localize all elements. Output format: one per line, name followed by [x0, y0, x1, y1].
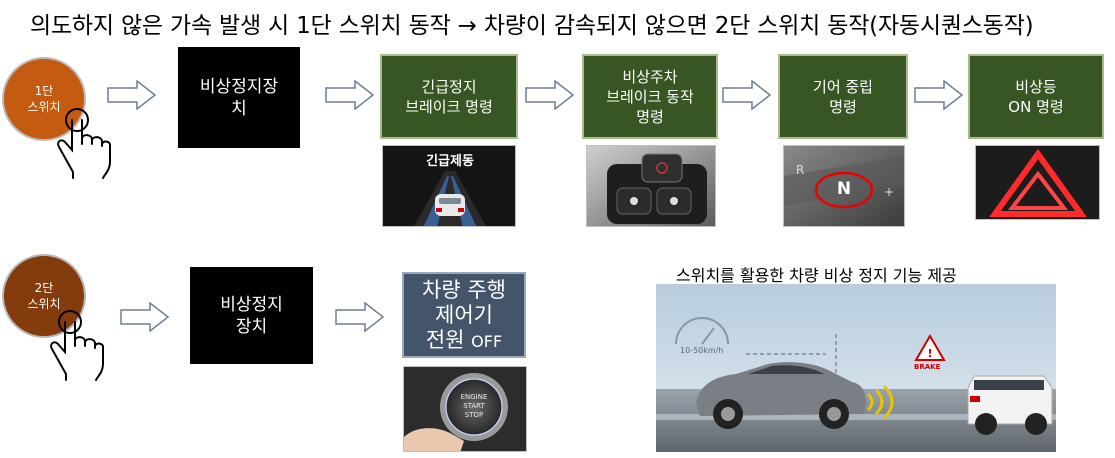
flow-arrow-icon — [325, 80, 375, 110]
switch-2-button[interactable]: 2단 스위치 — [2, 254, 86, 338]
step-2-line1: 비상주차 — [622, 67, 678, 86]
flow-arrow-icon — [335, 302, 385, 332]
flow-arrow-icon — [120, 302, 170, 332]
emergency-braking-photo: 긴급제동 — [382, 145, 516, 227]
switch-2-label-line1: 2단 — [34, 281, 54, 295]
emergency-stop-scene-image: ! 10-50km/h BRAKE — [656, 284, 1056, 452]
step-1-line2: 브레이크 명령 — [405, 97, 493, 116]
emergency-stop-device-box-2: 비상정지 장치 — [190, 267, 313, 364]
hazard-light-photo — [975, 145, 1100, 220]
page-title: 의도하지 않은 가속 발생 시 1단 스위치 동작 → 차량이 감속되지 않으면… — [30, 13, 1034, 39]
device-2-line1: 비상정지 — [220, 294, 283, 315]
speed-label: 10-50km/h — [680, 346, 724, 355]
device-1-line1: 비상정지장 — [199, 76, 279, 97]
step-2-line3: 명령 — [636, 107, 664, 126]
flow-arrow-icon — [722, 80, 772, 110]
step-hazard-light-box: 비상등 ON 명령 — [968, 54, 1104, 139]
pointing-hand-icon — [50, 310, 105, 381]
device-1-line2: 치 — [231, 98, 247, 119]
step-3-line2: 명령 — [829, 97, 857, 116]
power-line1: 차량 주행 — [422, 278, 506, 302]
gear-letter: N — [836, 179, 852, 199]
device-2-line2: 장치 — [235, 316, 268, 337]
power-line3: 전원 OFF — [426, 328, 502, 354]
switch-1-label-line1: 1단 — [34, 84, 54, 98]
flow-arrow-icon — [525, 80, 575, 110]
svg-text:R: R — [796, 163, 804, 177]
pointing-hand-icon — [57, 108, 112, 179]
emergency-stop-device-box-1: 비상정지장 치 — [178, 47, 300, 148]
power-off-box: 차량 주행 제어기 전원 OFF — [402, 272, 526, 358]
step-emergency-brake-box: 긴급정지 브레이크 명령 — [380, 54, 518, 139]
engine-label-3: STOP — [464, 411, 484, 419]
engine-start-stop-photo: ENGINE START STOP — [403, 366, 527, 452]
photo-1-caption: 긴급제동 — [426, 154, 474, 169]
step-parking-brake-box: 비상주차 브레이크 동작 명령 — [582, 54, 718, 139]
flow-arrow-icon — [914, 80, 964, 110]
power-line2: 제어기 — [435, 303, 493, 327]
brake-warning-icon — [914, 334, 946, 361]
step-2-line2: 브레이크 동작 — [606, 87, 694, 106]
switch-1-button[interactable]: 1단 스위치 — [2, 57, 86, 141]
step-4-line1: 비상등 — [1015, 77, 1057, 96]
engine-label-1: ENGINE — [460, 393, 488, 401]
brake-label: BRAKE — [914, 363, 941, 371]
step-gear-neutral-box: 기어 중립 명령 — [778, 54, 908, 139]
svg-text:+: + — [884, 185, 894, 199]
step-3-line1: 기어 중립 — [813, 77, 873, 96]
flow-arrow-icon — [107, 80, 157, 110]
switch-1-label-line2: 스위치 — [27, 100, 61, 114]
parking-brake-button-photo — [586, 145, 716, 227]
engine-button-label: ENGINE START STOP — [456, 393, 492, 420]
hazard-triangle-icon — [989, 148, 1087, 217]
engine-label-2: START — [463, 402, 485, 410]
power-line3-text: 전원 — [425, 328, 465, 352]
switch-2-label-line2: 스위치 — [27, 297, 61, 311]
power-off-text: OFF — [471, 332, 503, 351]
gear-shifter-photo: R + N — [783, 145, 905, 227]
svg-text:!: ! — [927, 347, 932, 360]
step-1-line1: 긴급정지 — [421, 77, 477, 96]
step-4-line2: ON 명령 — [1008, 97, 1064, 116]
scene-caption: 스위치를 활용한 차량 비상 정지 기능 제공 — [676, 266, 957, 285]
